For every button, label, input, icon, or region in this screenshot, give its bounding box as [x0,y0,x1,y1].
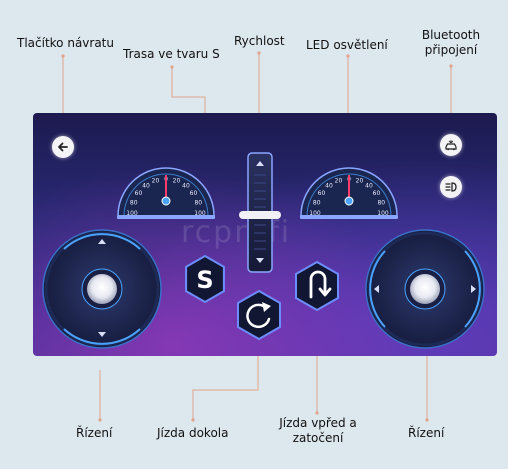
right-gauge-tick-label: 100 [377,210,389,217]
headlight-icon [445,182,457,192]
back-button[interactable] [52,136,74,158]
speed-slider[interactable] [239,152,281,273]
callout-steering-left: Řízení [76,426,113,440]
left-gauge-tick-label: 80 [130,200,138,207]
speed-slider-handle [239,211,281,219]
u-turn-icon [309,270,332,299]
circle-drive-button[interactable] [237,289,281,341]
right-gauge-tick-label: 20 [356,178,364,185]
callout-circle-drive: Jízda dokola [157,426,229,440]
up-chevron-icon [98,239,106,244]
left-joystick-knob [87,274,117,304]
right-gauge-tick-label: 40 [325,183,333,190]
callout-bluetooth-line2: připojení [424,43,478,57]
left-chevron-icon [374,285,379,293]
callout-steering-right: Řízení [408,426,445,440]
left-gauge-tick-label: 100 [126,210,138,217]
left-steering-joystick[interactable] [42,229,162,349]
callout-led-lighting: LED osvětlení [306,38,388,52]
speed-up-chevron-icon [256,161,264,166]
callout-uturn-line2: zatočení [292,431,344,445]
right-gauge-tick-label: 60 [318,190,326,197]
s-track-glyph: S [196,266,213,294]
right-gauge-tick-label: 60 [373,190,381,197]
left-gauge-tick-label: 60 [135,190,143,197]
right-gauge-tick-label: 20 [335,178,343,185]
callout-speed: Rychlost [234,34,285,48]
callout-s-track: Trasa ve tvaru S [123,47,220,61]
right-gauge-tick-label: 40 [365,183,373,190]
left-gauge-tick-label: 80 [194,200,202,207]
right-steering-joystick[interactable] [365,229,485,349]
right-gauge-tick-label: 100 [309,210,321,217]
left-gauge-tick-label: 100 [194,210,206,217]
speed-down-chevron-icon [256,258,264,263]
left-gauge-tick-label: 40 [142,183,150,190]
left-gauge-tick-label: 20 [152,178,160,185]
down-chevron-icon [98,332,106,337]
callout-back-button: Tlačítko návratu [17,36,114,50]
right-joystick-knob [410,274,440,304]
bluetooth-connect-button[interactable] [440,134,462,156]
callout-uturn-line1: Jízda vpřed a [279,416,357,430]
left-gauge-tick-label: 60 [190,190,198,197]
right-gauge-tick-label: 80 [377,200,385,207]
right-chevron-icon [471,285,476,293]
rotate-icon [246,303,271,329]
callout-bluetooth-line1: Bluetooth [421,28,481,42]
callout-uturn: Jízda vpřed a zatočení [276,416,360,446]
s-track-button[interactable]: S [185,254,225,304]
left-gauge-tick-label: 40 [182,183,190,190]
forward-uturn-button[interactable] [295,260,339,312]
car-bluetooth-icon [445,140,457,151]
led-lighting-button[interactable] [440,176,462,198]
right-gauge-tick-label: 80 [313,200,321,207]
left-gauge-tick-label: 20 [173,178,181,185]
arrow-left-icon [58,142,68,152]
rc-controller-app-screen: rcprofi [33,113,497,356]
callout-bluetooth: Bluetooth připojení [420,28,482,58]
